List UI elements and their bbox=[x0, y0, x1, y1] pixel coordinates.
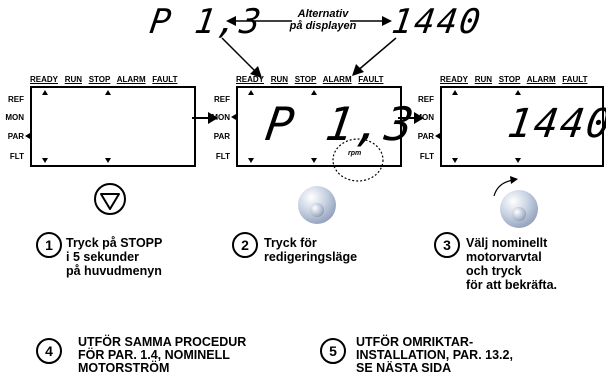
panel1-mon: MON bbox=[5, 113, 24, 122]
panel3-header: READY RUN STOP ALARM FAULT bbox=[440, 75, 587, 84]
alt-caption-line2: på displayen bbox=[289, 20, 357, 32]
panel2-ready: READY bbox=[236, 75, 265, 84]
panel1-stop: STOP bbox=[88, 75, 111, 84]
alt-caption-line1: Alternativ bbox=[297, 8, 349, 20]
panel1-ready: READY bbox=[30, 75, 59, 84]
panel2-ref: REF bbox=[214, 95, 230, 104]
panel3-indicator-bottom-2 bbox=[515, 158, 521, 163]
step-2-text: Tryck för redigeringsläge bbox=[264, 236, 357, 264]
panel1-par-indicator bbox=[25, 133, 30, 139]
panel1-header: READY RUN STOP ALARM FAULT bbox=[30, 75, 177, 84]
panel1-indicator-bottom-1 bbox=[42, 158, 48, 163]
step-4-number: 4 bbox=[36, 338, 62, 364]
panel1-flt: FLT bbox=[9, 152, 24, 161]
step-1-line-3: på huvudmenyn bbox=[66, 264, 162, 278]
step-3-line-4: för att bekräfta. bbox=[466, 278, 557, 292]
arrow-2-3 bbox=[398, 112, 424, 124]
knob-center-icon bbox=[512, 207, 526, 221]
panel3-fault: FAULT bbox=[562, 75, 588, 84]
rotary-knob-icon[interactable] bbox=[500, 190, 538, 228]
step-5-line-1: UTFÖR OMRIKTAR- bbox=[356, 335, 474, 349]
panel1-indicator-stop bbox=[105, 90, 111, 95]
panel3-run: RUN bbox=[474, 75, 493, 84]
alt-caption: Alternativ på displayen bbox=[268, 8, 378, 32]
step-5-number: 5 bbox=[320, 338, 346, 364]
panel2-unit-rpm: rpm bbox=[348, 150, 362, 157]
panel1-alarm: ALARM bbox=[116, 75, 146, 84]
panel2-digit-p: P bbox=[262, 97, 300, 151]
panel1-indicator-bottom-2 bbox=[105, 158, 111, 163]
panel3-flt: FLT bbox=[419, 152, 434, 161]
panel3-indicator-ready bbox=[452, 90, 458, 95]
panel2-display: P 1,3 rpm bbox=[236, 86, 419, 167]
panel3-ready: READY bbox=[440, 75, 469, 84]
arrow-1-2 bbox=[192, 112, 218, 124]
step-3-text: Välj nominellt motorvarvtal och tryck fö… bbox=[466, 236, 557, 292]
step-5-line-2: INSTALLATION, PAR. 13.2, bbox=[356, 348, 513, 362]
panel2-fault: FAULT bbox=[358, 75, 384, 84]
stop-button-icon[interactable] bbox=[93, 182, 127, 216]
panel3-indicator-stop bbox=[515, 90, 521, 95]
panel2-mon-indicator bbox=[231, 114, 236, 120]
panel2-indicator-stop bbox=[311, 90, 317, 95]
panel1-indicator-ready bbox=[42, 90, 48, 95]
step-5-text: UTFÖR OMRIKTAR- INSTALLATION, PAR. 13.2,… bbox=[356, 336, 513, 375]
panel2-header: READY RUN STOP ALARM FAULT bbox=[236, 75, 383, 84]
panel3-par: PAR bbox=[417, 132, 434, 141]
panel3-display: 1440 bbox=[440, 86, 606, 167]
step-4-line-1: UTFÖR SAMMA PROCEDUR bbox=[78, 335, 247, 349]
rotate-arrow-icon bbox=[493, 176, 518, 197]
panel2-alarm: ALARM bbox=[322, 75, 352, 84]
panel3-mon: MON bbox=[415, 113, 434, 122]
panel1-display bbox=[30, 86, 196, 167]
step-1-line-2: i 5 sekunder bbox=[66, 250, 139, 264]
panel1-run: RUN bbox=[64, 75, 83, 84]
panel2-stop: STOP bbox=[294, 75, 317, 84]
step-3-line-2: motorvarvtal bbox=[466, 250, 542, 264]
rpm-highlight-circle bbox=[332, 138, 384, 182]
panel2-indicator-ready bbox=[248, 90, 254, 95]
panel2-indicator-bottom-1 bbox=[248, 158, 254, 163]
panel1-ref: REF bbox=[8, 95, 24, 104]
step-2-line-2: redigeringsläge bbox=[264, 250, 358, 264]
panel3-stop: STOP bbox=[498, 75, 521, 84]
panel3-digits: 1440 bbox=[504, 101, 606, 147]
step-1-text: Tryck på STOPP i 5 sekunder på huvudmeny… bbox=[66, 236, 162, 278]
alt-arrows bbox=[221, 16, 397, 78]
step-3-line-3: och tryck bbox=[466, 264, 522, 278]
panel1-fault: FAULT bbox=[152, 75, 178, 84]
step-4-line-2: FÖR PAR. 1.4, NOMINELL bbox=[78, 348, 230, 362]
step-4-line-3: MOTORSTRÖM bbox=[78, 361, 170, 375]
step-3-line-1: Välj nominellt bbox=[466, 236, 548, 250]
step-1-line-1: Tryck på STOPP bbox=[66, 236, 163, 250]
step-1-number: 1 bbox=[36, 232, 62, 258]
step-2-number: 2 bbox=[232, 232, 258, 258]
panel2-par: PAR bbox=[213, 132, 230, 141]
step-2-line-1: Tryck för bbox=[264, 236, 317, 250]
panel2-flt: FLT bbox=[215, 152, 230, 161]
rotary-knob-icon[interactable] bbox=[298, 186, 336, 224]
panel2-run: RUN bbox=[270, 75, 289, 84]
panel3-alarm: ALARM bbox=[526, 75, 556, 84]
step-4-text: UTFÖR SAMMA PROCEDUR FÖR PAR. 1.4, NOMIN… bbox=[78, 336, 246, 375]
step-3-number: 3 bbox=[434, 232, 460, 258]
step-5-line-3: SE NÄSTA SIDA bbox=[356, 361, 452, 375]
knob-center-icon bbox=[310, 203, 324, 217]
panel3-par-indicator bbox=[435, 133, 440, 139]
panel2-indicator-bottom-2 bbox=[311, 158, 317, 163]
panel2-mon: MON bbox=[211, 113, 230, 122]
panel3-indicator-bottom-1 bbox=[452, 158, 458, 163]
panel3-ref: REF bbox=[418, 95, 434, 104]
panel1-par: PAR bbox=[7, 132, 24, 141]
